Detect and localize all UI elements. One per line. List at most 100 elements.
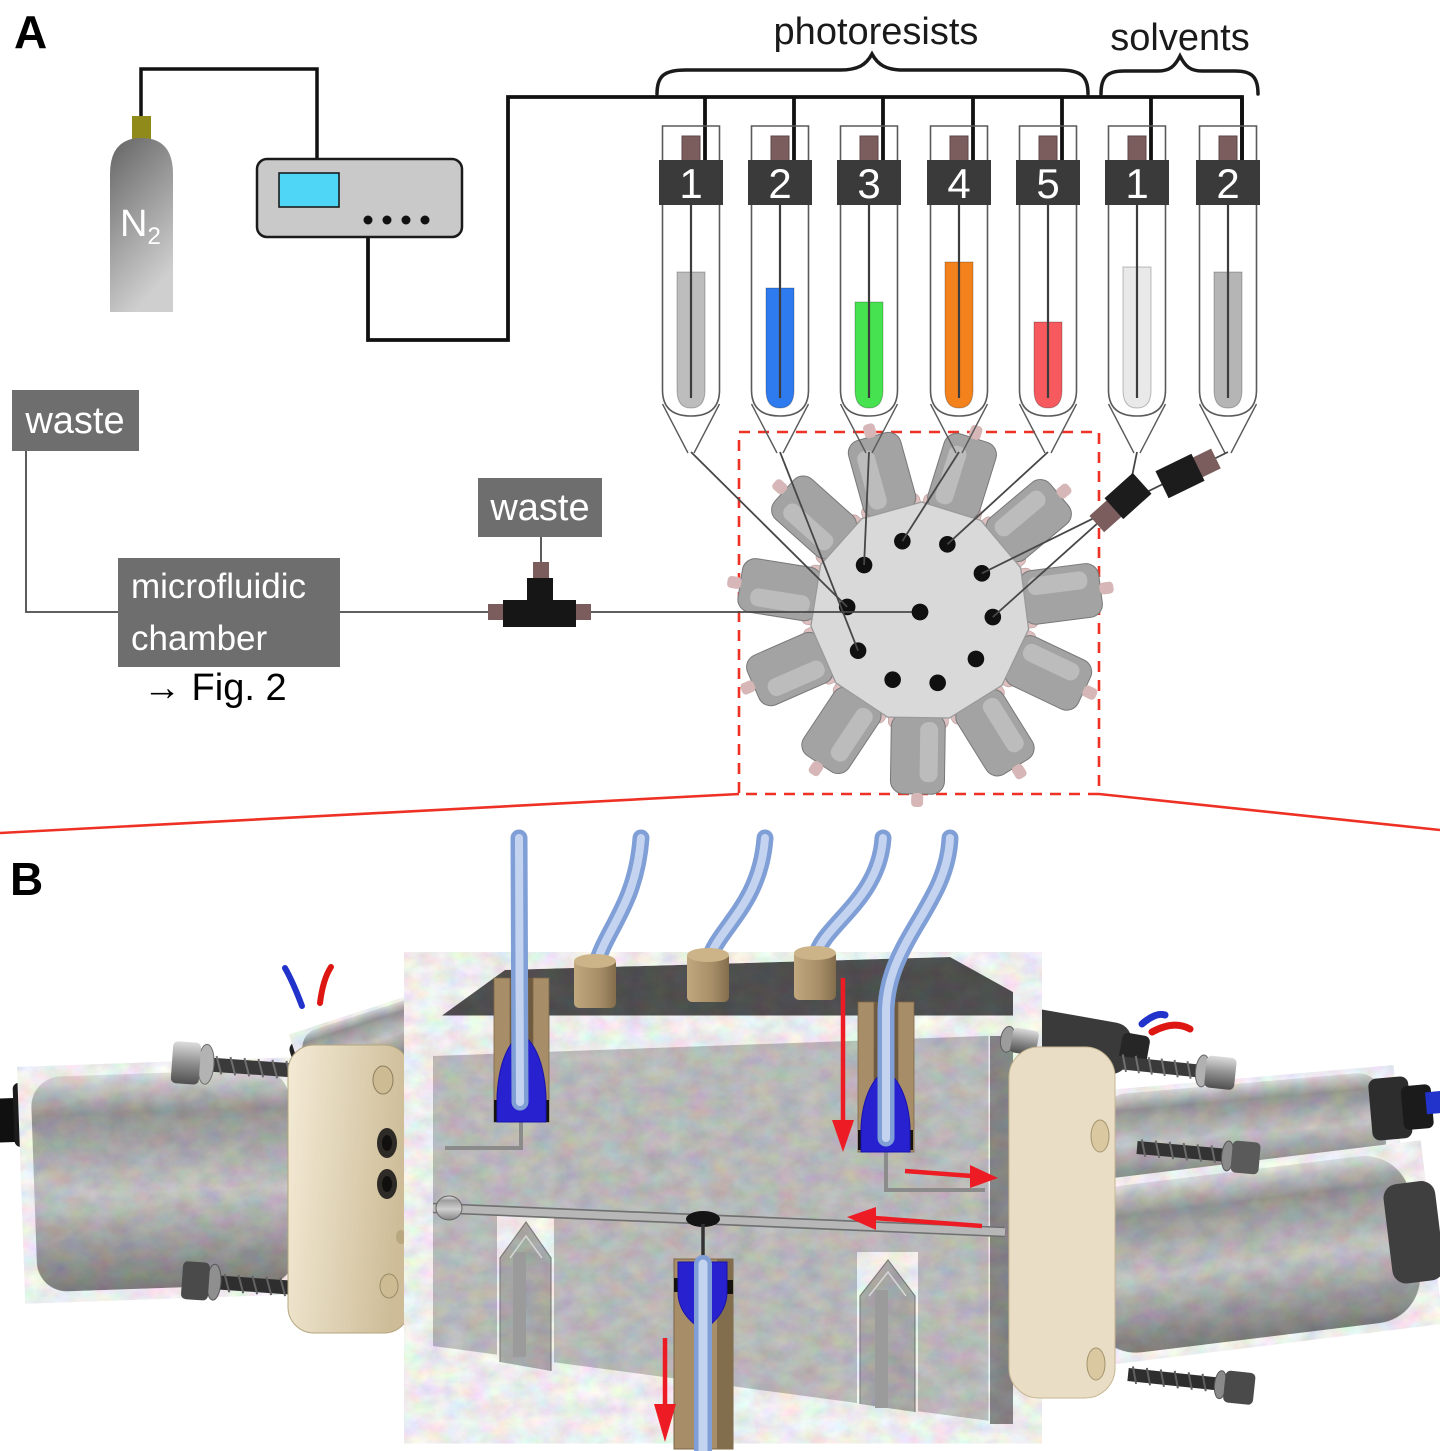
valve-actuator-nub — [968, 424, 983, 440]
solvents-group-label: solvents — [1110, 17, 1249, 59]
vial-glass — [839, 125, 899, 417]
vial-number: 2 — [768, 160, 791, 207]
valve-actuator-nub — [911, 792, 924, 808]
left-main-actuator — [0, 1069, 295, 1292]
vial-label-box — [837, 160, 901, 205]
valve-actuator-nub — [808, 761, 824, 777]
valve-actuator-nub — [1099, 581, 1114, 595]
right-main-actuator — [1080, 1156, 1440, 1353]
valve-actuator-nub — [1056, 483, 1072, 499]
nitrogen-cylinder: N2 — [110, 116, 173, 312]
solvents-brace — [1099, 52, 1260, 96]
cylinder-body — [110, 138, 173, 312]
vial-glass — [1107, 125, 1167, 417]
feed-line — [690, 451, 848, 608]
vial-funnel — [839, 403, 899, 454]
vial-photoresist-4: 4 — [927, 125, 991, 454]
vial-funnel — [929, 403, 989, 454]
vial-photoresist-3: 3 — [837, 125, 901, 454]
vial-glass — [750, 125, 810, 417]
vial-glass — [929, 125, 989, 417]
valve-actuator-nub — [740, 680, 756, 695]
vial-number: 5 — [1036, 160, 1059, 207]
feed-line — [779, 451, 859, 652]
vial-cap — [1127, 135, 1147, 163]
tubing-blue — [510, 829, 959, 1451]
vial-photoresist-1: 1 — [659, 125, 723, 454]
vial-label-box — [1105, 160, 1169, 205]
channel-right-L — [884, 1152, 985, 1192]
panel-b-label: B — [10, 853, 43, 905]
waste-label-mid: waste — [489, 487, 589, 529]
inline-filter-solvent-1 — [1089, 472, 1152, 533]
valve-actuator-nub — [727, 576, 742, 589]
waste-label-left: waste — [24, 400, 124, 442]
microfluidic-chamber-box — [118, 558, 340, 667]
valve-actuator-nub — [772, 479, 788, 495]
wire-blue-right — [1138, 1010, 1169, 1028]
valve-port — [929, 674, 946, 692]
figure-reference: → Fig. 2 — [143, 667, 287, 709]
gas-manifold-line — [366, 95, 1244, 342]
outlet-pin — [686, 1211, 720, 1227]
left-screw-top — [170, 1041, 293, 1085]
vial-label-box — [927, 160, 991, 205]
controller-buttons[interactable] — [363, 215, 430, 225]
vial-funnel — [750, 403, 810, 454]
valve-port — [884, 671, 901, 688]
vial-glass — [1198, 125, 1258, 417]
vial-number: 1 — [1125, 160, 1148, 207]
flow-arrows — [654, 978, 998, 1442]
vial-number: 4 — [947, 160, 970, 207]
right-screw-mid — [1136, 1139, 1261, 1175]
feed-line — [863, 451, 870, 566]
lower-valve-seat-cut-left — [499, 1220, 552, 1371]
vial-cap — [949, 135, 969, 163]
cylinder-gas-label: N2 — [120, 203, 161, 250]
wire-red-right — [1148, 1021, 1194, 1036]
gas-manifold-drops — [703, 97, 1244, 162]
vial-glass — [1018, 125, 1078, 417]
vial-glass — [661, 125, 721, 417]
vial-cap — [770, 135, 790, 163]
flow-arrow-left-icon — [847, 1207, 876, 1230]
pressure-controller — [255, 157, 464, 239]
left-tan-spacer — [287, 1044, 411, 1334]
panel-a-label: A — [14, 6, 47, 58]
vial-to-valve-feed-lines — [591, 448, 1229, 652]
lower-valve-seat-cut-right — [859, 1259, 916, 1412]
panel-b: B — [0, 829, 1440, 1451]
chamber-label-line2: chamber — [131, 619, 268, 658]
valve-port — [967, 650, 985, 668]
vial-solvent-2: 2 — [1196, 125, 1260, 454]
vial-number: 1 — [679, 160, 702, 207]
top-fittings — [574, 946, 836, 1008]
feed-line — [901, 451, 960, 542]
controller-screen — [278, 172, 340, 208]
vial-funnel — [1018, 403, 1078, 454]
right-screw-top — [1117, 1054, 1237, 1090]
vial-photoresist-5: 5 — [1016, 125, 1080, 454]
right-screw-bottom — [1127, 1366, 1256, 1405]
t-junction-connector — [488, 562, 591, 627]
channel-left-L — [445, 1122, 523, 1150]
vial-label-box — [1016, 160, 1080, 205]
cylinder-valve-cap — [132, 116, 151, 140]
waste-box-left — [12, 390, 139, 451]
vial-label-box — [748, 160, 812, 205]
vial-cap — [1218, 135, 1238, 163]
photoresists-brace — [655, 50, 1090, 96]
vial-label-box — [659, 160, 723, 205]
waste-box-mid — [478, 478, 602, 537]
flow-arrow-down-icon — [832, 1120, 854, 1152]
seam-ferrule — [435, 1195, 463, 1221]
valve-actuator-nub — [863, 423, 877, 439]
vial-photoresist-2: 2 — [748, 125, 812, 454]
vial-funnel — [1198, 403, 1258, 454]
vial-funnel — [661, 403, 721, 454]
flow-arrow-outlet-icon — [654, 1404, 676, 1442]
inline-filter-solvent-2 — [1155, 448, 1221, 499]
right-tan-bracket — [1008, 1046, 1116, 1399]
